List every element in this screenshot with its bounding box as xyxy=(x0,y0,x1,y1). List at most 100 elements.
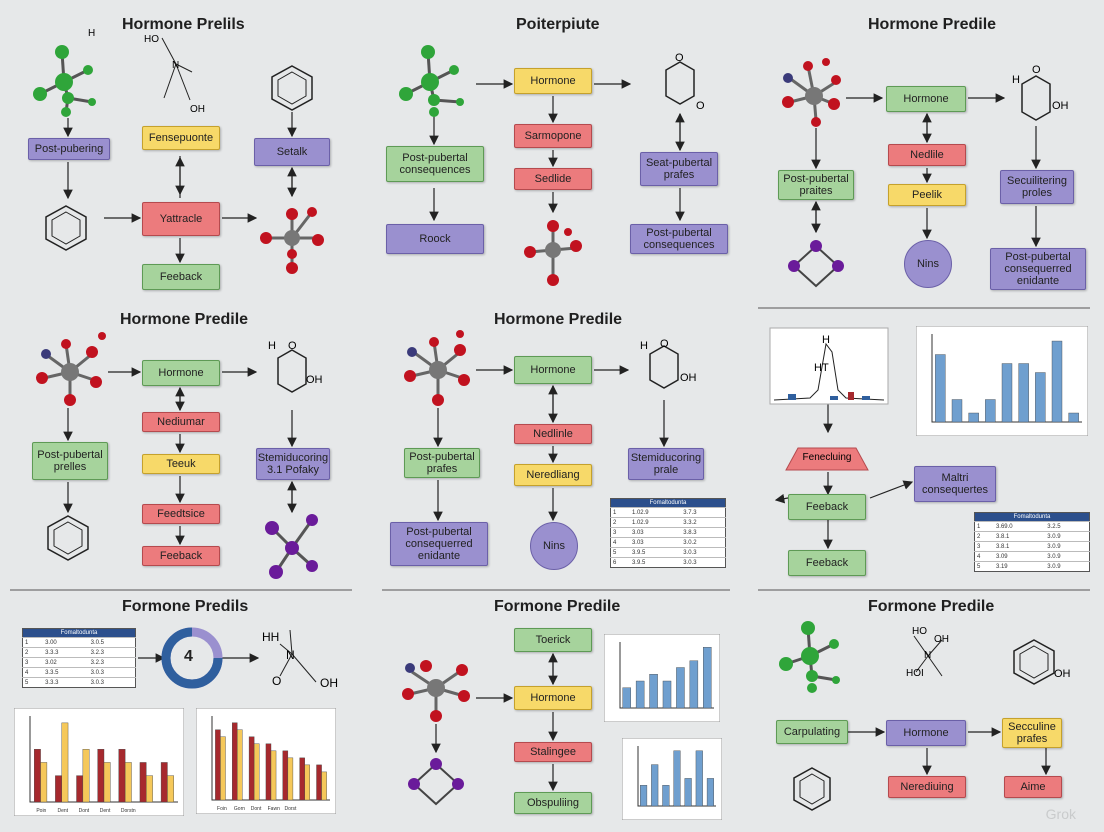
seat-pubertal-node[interactable]: Seat-pubertal prafes xyxy=(640,152,718,186)
feeback-node[interactable]: Feeback xyxy=(142,264,220,290)
chem-label: O xyxy=(696,100,705,112)
bar-chart xyxy=(916,326,1088,436)
chart-bar xyxy=(689,660,699,709)
table-cell: 3.2.3 xyxy=(88,647,136,658)
chart-bar xyxy=(118,749,126,803)
peelik-node[interactable]: Peelik xyxy=(888,184,966,206)
stalingee-node[interactable]: Stalingee xyxy=(514,742,592,762)
secculine-node[interactable]: Secculine prafes xyxy=(1002,718,1062,748)
table-cell: 2 xyxy=(974,531,994,542)
tick-label: Dont xyxy=(79,808,90,814)
roock-node[interactable]: Roock xyxy=(386,224,484,254)
post-pubertal-consequences-node[interactable]: Post-pubertal consequences xyxy=(630,224,728,254)
chem-label: OH xyxy=(190,104,205,115)
nerediuing-node[interactable]: Nerediuing xyxy=(888,776,966,798)
hormone-node[interactable]: Hormone xyxy=(514,68,592,94)
spectrum-chart-icon xyxy=(769,327,889,405)
post-pubertal-node[interactable]: Post-pubertal praites xyxy=(778,170,854,200)
sarmopone-node[interactable]: Sarmopone xyxy=(514,124,592,148)
table-cell: 3.0.3 xyxy=(681,557,726,568)
table-cell: 4 xyxy=(610,537,630,548)
tick-label: Gorn xyxy=(234,806,245,812)
watermark: Grok xyxy=(1045,806,1076,822)
hormone-node[interactable]: Hormone xyxy=(142,360,220,386)
toerick-node[interactable]: Toerick xyxy=(514,628,592,652)
table-cell: 3.0.3 xyxy=(681,547,726,558)
chart-bar xyxy=(270,750,277,801)
teeuk-node[interactable]: Teeuk xyxy=(142,454,220,474)
table-cell: 3.0.9 xyxy=(1045,531,1090,542)
maltri-consequertes-node[interactable]: Maltri consequertes xyxy=(914,466,996,502)
tick-label: Dont xyxy=(251,806,262,812)
hormone-node[interactable]: Hormone xyxy=(886,720,966,746)
bar-chart xyxy=(622,738,722,820)
chart-frame xyxy=(604,634,720,722)
table-cell: 3.3.3 xyxy=(43,677,89,688)
post-pubertal-node[interactable]: Post-pubertal prelles xyxy=(32,442,108,480)
table-cell: 4 xyxy=(22,667,44,678)
feeback-node[interactable]: Feeback xyxy=(142,546,220,566)
secuilitering-node[interactable]: Secuilitering proles xyxy=(1000,170,1074,204)
table-cell: 1.02.9 xyxy=(629,507,682,518)
nedlinle-node[interactable]: Nedlinle xyxy=(514,424,592,444)
chart-bar xyxy=(935,354,946,423)
chem-label: H xyxy=(1012,74,1020,86)
tick-label: Fawn xyxy=(268,806,280,812)
nins-node[interactable]: Nins xyxy=(530,522,578,570)
table-cell: 2 xyxy=(22,647,44,658)
red-molecule-icon xyxy=(402,660,470,722)
post-pubertal-consequences-node[interactable]: Post-pubertal consequences xyxy=(386,146,484,182)
fenecluing-label: Fenecluing xyxy=(802,452,852,463)
tick-label: Dorstn xyxy=(121,808,136,814)
chart-bar xyxy=(160,762,168,803)
neredliang-node[interactable]: Neredliang xyxy=(514,464,592,486)
ring-structure-icon xyxy=(649,345,679,389)
chem-label: O xyxy=(1032,64,1041,76)
yattracle-node[interactable]: Yattracle xyxy=(142,202,220,236)
fenecluing-trapezoid xyxy=(785,447,869,471)
benzene-ring-icon xyxy=(45,205,87,251)
sedlide-node[interactable]: Sedlide xyxy=(514,168,592,190)
post-pubertal-consequence-node[interactable]: Post-pubertal consequerred enidante xyxy=(390,522,488,566)
chem-label: HO xyxy=(144,34,159,45)
table-cell: 3 xyxy=(974,541,994,552)
tick-label: Dorst xyxy=(284,806,297,812)
chem-label: OH xyxy=(320,676,338,690)
hormone-node[interactable]: Hormone xyxy=(514,356,592,384)
feeback-node[interactable]: Feeback xyxy=(788,494,866,520)
table-title: Fomaltodunta xyxy=(22,628,136,638)
post-pubering-node[interactable]: Post-pubering xyxy=(28,138,110,160)
table-cell: 3 xyxy=(610,527,630,538)
chart-bar xyxy=(146,775,153,803)
table-cell: 3.02 xyxy=(43,657,89,668)
table-cell: 3.9.5 xyxy=(629,557,682,568)
table-cell: 3.9.5 xyxy=(629,547,682,558)
table-cell: 3.0.3 xyxy=(88,677,136,688)
post-pubertal-consequence-node[interactable]: Post-pubertal consequerred enidante xyxy=(990,248,1086,290)
stemiducoring-node[interactable]: Stemiducoring prale xyxy=(628,448,704,480)
table-cell: 4 xyxy=(974,551,994,562)
chart-bar xyxy=(662,785,670,807)
obspuliing-node[interactable]: Obspuliing xyxy=(514,792,592,814)
nedlile-node[interactable]: Nedlile xyxy=(888,144,966,166)
fensepuonte-node[interactable]: Fensepuonte xyxy=(142,126,220,150)
hormone-node[interactable]: Hormone xyxy=(514,686,592,710)
purple-molecule-icon xyxy=(788,240,844,288)
feeback-node[interactable]: Feeback xyxy=(788,550,866,576)
stemiducoring-node[interactable]: Stemiducoring 3.1 Pofaky xyxy=(256,448,330,480)
nins-node[interactable]: Nins xyxy=(904,240,952,288)
table-cell: 3.69.0 xyxy=(993,521,1046,532)
feedtsice-node[interactable]: Feedtsice xyxy=(142,504,220,524)
nediumar-node[interactable]: Nediumar xyxy=(142,412,220,432)
post-pubertal-node[interactable]: Post-pubertal prafes xyxy=(404,448,480,478)
carpulating-node[interactable]: Carpulating xyxy=(776,720,848,744)
aime-node[interactable]: Aime xyxy=(1004,776,1062,798)
ring-structure-icon xyxy=(277,349,307,393)
hormone-node[interactable]: Hormone xyxy=(886,86,966,112)
chart-bar xyxy=(215,729,221,801)
setalk-node[interactable]: Setalk xyxy=(254,138,330,166)
ring-structure-icon xyxy=(665,61,695,105)
